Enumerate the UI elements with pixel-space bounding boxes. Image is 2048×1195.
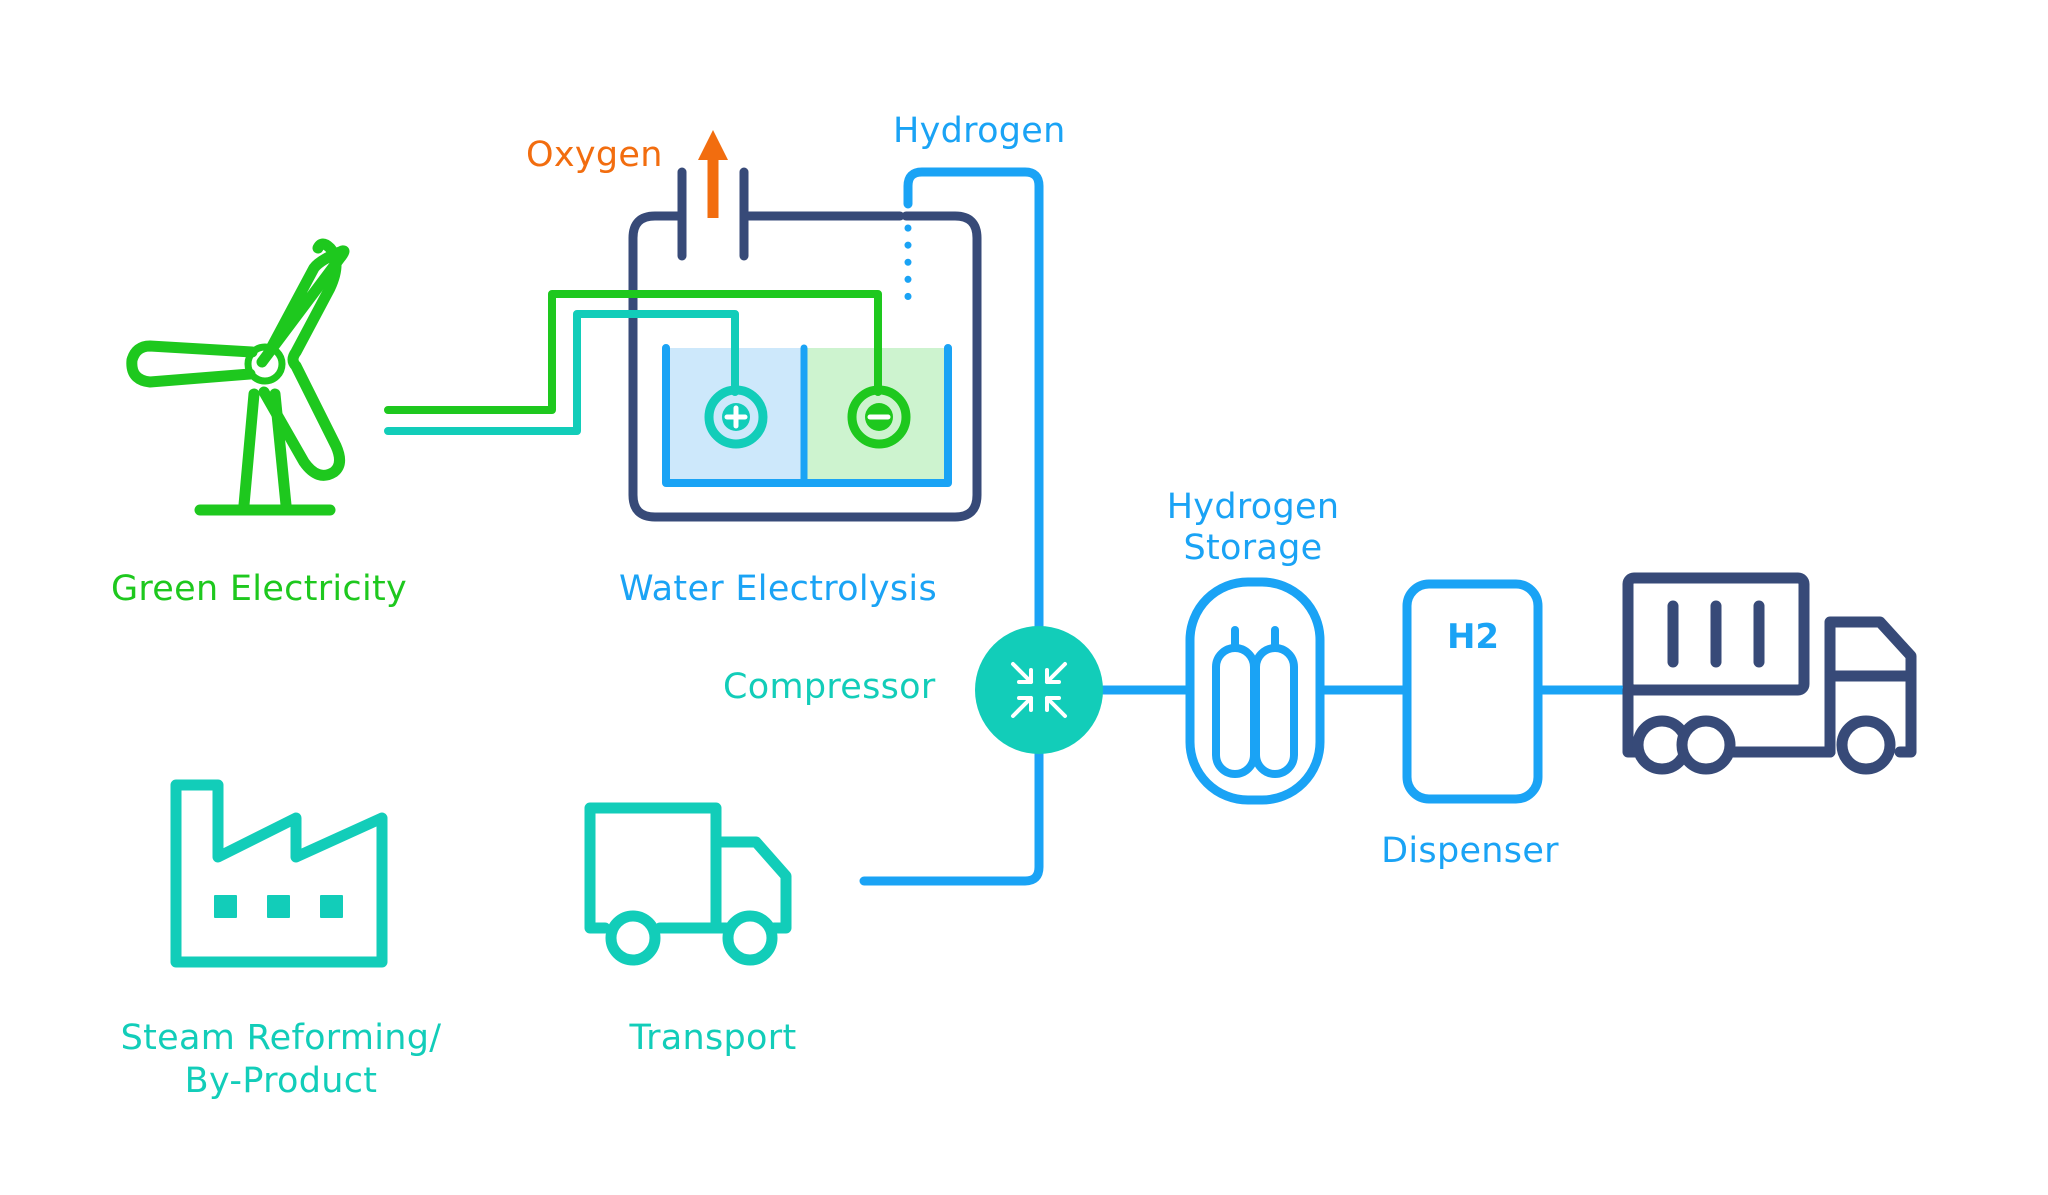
factory-icon [170,779,388,968]
electrolyzer-icon [628,167,982,522]
dispenser-h2-label: H2 [1447,617,1499,657]
plus-circle-icon [704,385,768,449]
oxygen-label: Oxygen [526,135,663,175]
green-electricity-label: Green Electricity [110,569,408,609]
dispenser-label: Dispenser [1381,831,1559,871]
wind-turbine-icon [126,238,350,516]
minus-circle-icon [847,385,911,449]
power-wires [384,290,882,435]
cargo-truck-icon [1622,572,1917,775]
delivery-truck-icon [584,802,792,966]
hydrogen-storage-label-line1: Hydrogen [1166,487,1340,527]
gas-cylinders-icon [1185,577,1325,805]
hydrogen-pipe [859,167,1633,886]
fuel-dispenser-icon [1402,579,1543,804]
hydrogen-storage-label-line2: Storage [1183,528,1323,568]
water-electrolysis-label: Water Electrolysis [619,569,937,609]
steam-reforming-label-line2: By-Product [184,1061,378,1101]
transport-label: Transport [629,1018,797,1058]
compress-arrows-icon [975,626,1103,754]
compressor-label: Compressor [723,667,936,707]
hydrogen-label: Hydrogen [893,111,1066,151]
steam-reforming-label-line1: Steam Reforming/ [120,1018,442,1058]
up-arrow-icon [698,130,728,218]
